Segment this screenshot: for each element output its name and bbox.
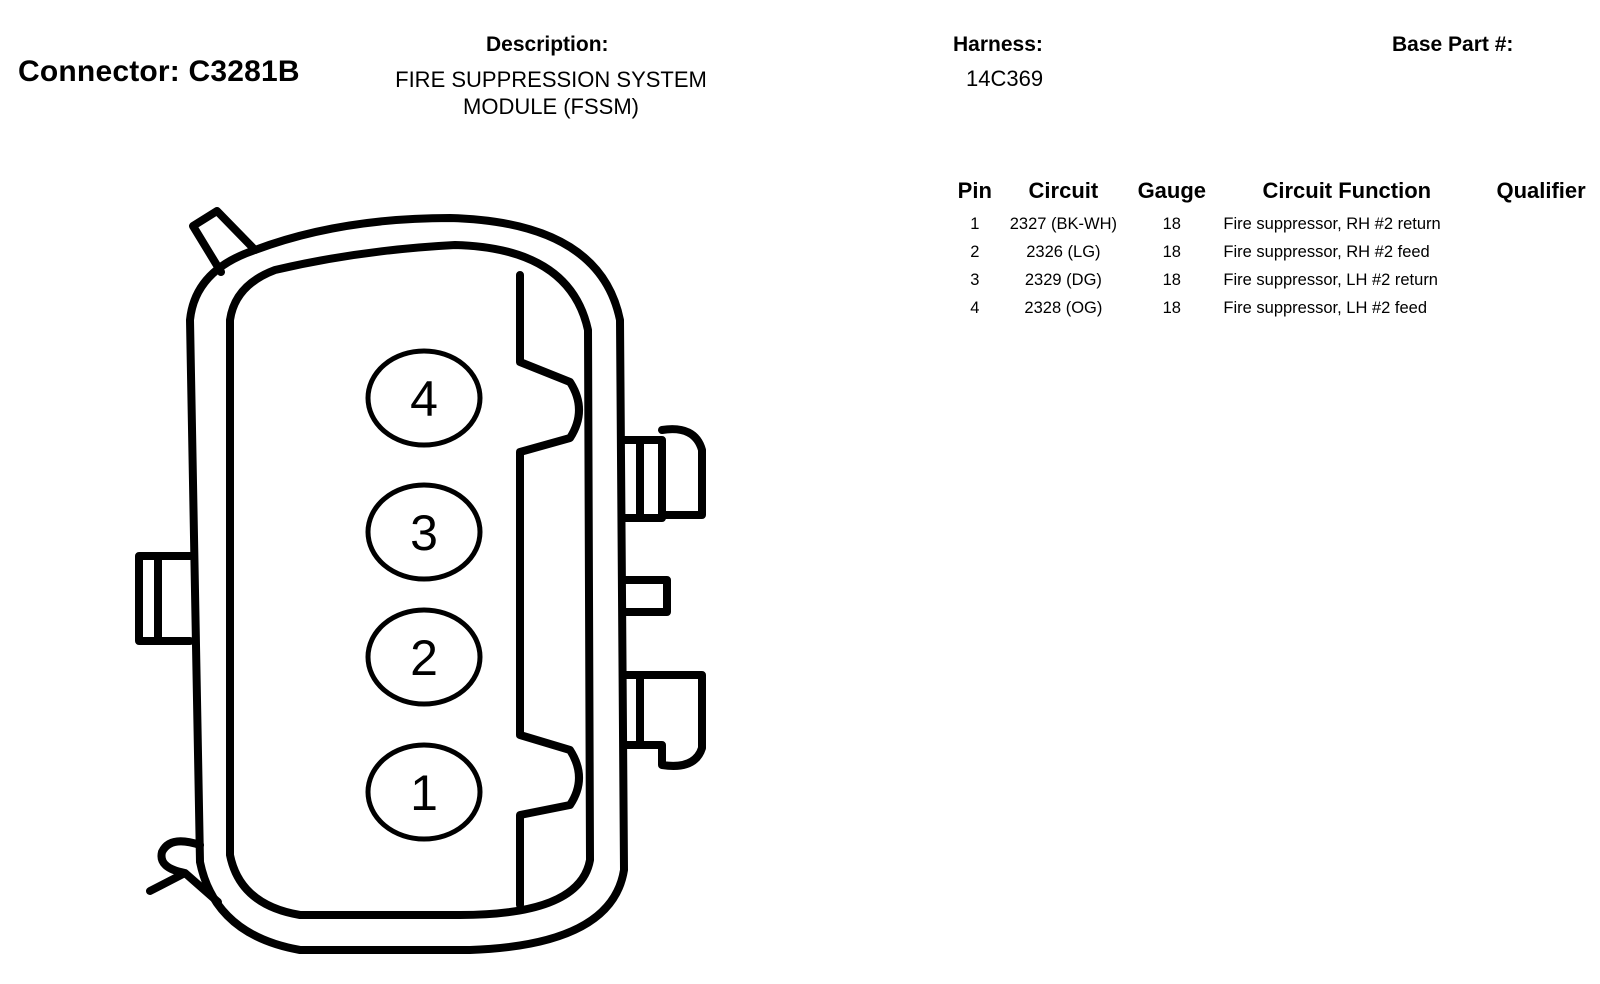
cell-circuit: 2327 (BK-WH): [1009, 214, 1118, 233]
cell-function: Fire suppressor, RH #2 return: [1223, 214, 1441, 233]
pin-table: Pin Circuit Gauge Circuit Function Quali…: [955, 178, 1600, 322]
cell-pin: 3: [970, 270, 980, 289]
pin-cavity-1: [365, 742, 483, 842]
cell-gauge: 18: [1162, 270, 1181, 289]
cell-circuit: 2326 (LG): [1026, 242, 1101, 261]
cell-pin: 4: [970, 298, 980, 317]
table-row: 4 2328 (OG) 18 Fire suppressor, LH #2 fe…: [955, 294, 1600, 322]
header-pin: Pin: [957, 178, 992, 203]
cell-gauge: 18: [1162, 214, 1181, 233]
table-header-row: Pin Circuit Gauge Circuit Function Quali…: [955, 178, 1600, 210]
cell-function: Fire suppressor, LH #2 return: [1223, 270, 1438, 289]
right-upper-clip: [620, 425, 706, 522]
description-label: Description:: [486, 33, 609, 56]
pin-cavity-2: [365, 607, 483, 707]
cell-qualifier: [1482, 238, 1600, 266]
bottom-left-tab: [146, 837, 222, 906]
housing-inner-outline: [226, 241, 594, 919]
header-qualifier: Qualifier: [1496, 178, 1586, 203]
cell-pin: 2: [970, 242, 980, 261]
description-line-1: FIRE SUPPRESSION SYSTEM: [395, 67, 707, 92]
harness-label: Harness:: [953, 33, 1043, 56]
top-left-tab: [189, 207, 259, 276]
cell-qualifier: [1482, 210, 1600, 238]
pin-label-1: 1: [410, 765, 438, 821]
latch-ramp: [516, 271, 583, 909]
cell-function: Fire suppressor, RH #2 feed: [1223, 242, 1430, 261]
table-row: 1 2327 (BK-WH) 18 Fire suppressor, RH #2…: [955, 210, 1600, 238]
pin-cavity-3: [365, 482, 483, 582]
header-gauge: Gauge: [1137, 178, 1207, 203]
housing-outer-outline: [186, 214, 628, 954]
pin-label-2: 2: [410, 630, 438, 686]
table-row: 2 2326 (LG) 18 Fire suppressor, RH #2 fe…: [955, 238, 1600, 266]
header-circuit: Circuit: [1028, 178, 1099, 203]
cell-circuit: 2328 (OG): [1024, 298, 1103, 317]
cell-pin: 1: [970, 214, 980, 233]
cell-qualifier: [1482, 266, 1600, 294]
pin-label-3: 3: [410, 505, 438, 561]
cell-qualifier: [1482, 294, 1600, 322]
header-circuit-function: Circuit Function: [1262, 178, 1432, 203]
description-text: FIRE SUPPRESSION SYSTEM MODULE (FSSM): [356, 66, 746, 120]
left-lock-tab: [135, 552, 194, 645]
connector-face-diagram: 4 3 2 1: [135, 207, 706, 954]
right-lower-clip: [620, 671, 706, 770]
cell-circuit: 2329 (DG): [1024, 270, 1102, 289]
connector-title: Connector: C3281B: [18, 55, 300, 88]
harness-value: 14C369: [966, 66, 1044, 91]
cell-gauge: 18: [1162, 298, 1181, 317]
table-row: 3 2329 (DG) 18 Fire suppressor, LH #2 re…: [955, 266, 1600, 294]
cell-gauge: 18: [1162, 242, 1181, 261]
cell-function: Fire suppressor, LH #2 feed: [1223, 298, 1427, 317]
pin-label-4: 4: [410, 371, 438, 427]
right-middle-nub: [620, 576, 671, 616]
pin-cavity-4: [365, 348, 483, 448]
base-part-label: Base Part #:: [1392, 33, 1514, 56]
description-line-2: MODULE (FSSM): [463, 94, 639, 119]
